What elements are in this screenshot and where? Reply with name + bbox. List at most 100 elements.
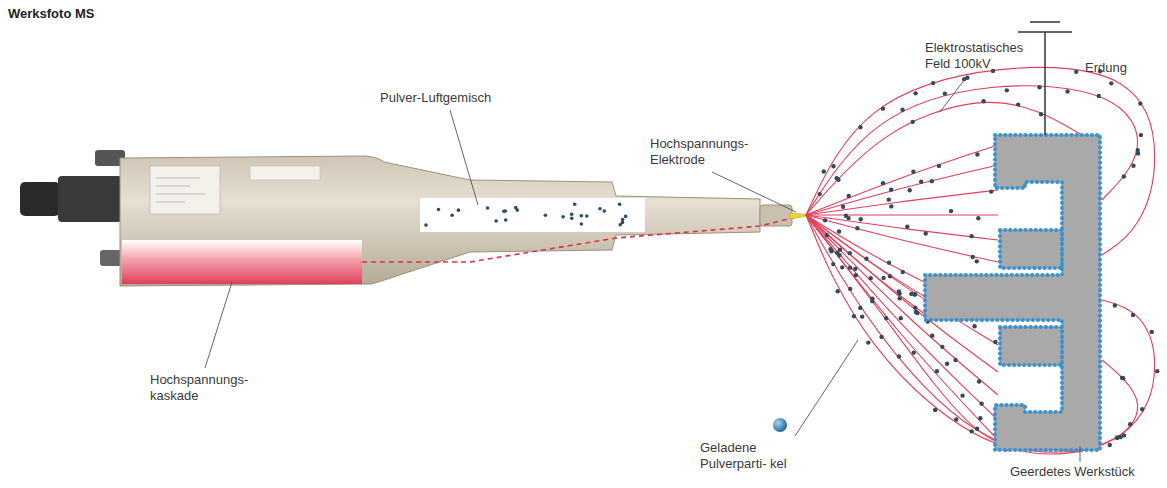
powder-particle — [978, 416, 982, 420]
powder-particle — [1097, 94, 1101, 98]
powder-particle — [1113, 303, 1117, 307]
field-line — [806, 215, 930, 285]
powder-particle — [981, 99, 985, 103]
workpiece — [925, 135, 1100, 450]
powder-particle — [1131, 164, 1135, 168]
powder-particle — [854, 273, 858, 277]
powder-particle — [1016, 102, 1020, 106]
powder-particle — [943, 91, 947, 95]
photo-credit: Werksfoto MS — [8, 6, 148, 22]
powder-particle — [913, 292, 917, 296]
part-label: Geerdetes Werkstück — [1010, 464, 1160, 480]
powder-particle — [1037, 85, 1041, 89]
powder-particle — [847, 194, 851, 198]
powder-particle — [975, 259, 979, 263]
field-line — [806, 215, 930, 318]
powder-particle — [884, 316, 888, 320]
powder-particle — [969, 429, 973, 433]
powder-particle — [949, 209, 953, 213]
powder-particle — [853, 267, 857, 271]
powder-particle — [1135, 148, 1139, 152]
powder-particle — [911, 350, 915, 354]
powder-particle — [1039, 112, 1043, 116]
powder-coating — [925, 135, 1100, 450]
powder-particle — [1109, 81, 1113, 85]
powder-particle — [848, 287, 852, 291]
field-line — [806, 215, 998, 440]
powder-particle — [1115, 435, 1119, 439]
powder-particle — [858, 306, 862, 310]
powder-particles — [424, 202, 627, 226]
field-lines — [806, 67, 1159, 454]
high-voltage-line — [362, 216, 800, 262]
powder-particle — [919, 180, 923, 184]
powder-particle — [831, 164, 835, 168]
powder-particle — [972, 324, 976, 328]
powder-particle — [914, 310, 918, 314]
powder-particle — [933, 408, 937, 412]
powder-particle — [911, 120, 915, 124]
powder-particle — [829, 249, 833, 253]
powder-particle — [977, 379, 981, 383]
powder-particle — [897, 289, 901, 293]
powder-particle — [888, 274, 892, 278]
powder-particle — [1138, 101, 1142, 105]
powder-particle — [1005, 88, 1009, 92]
powder-particle — [897, 296, 901, 300]
powder-particle — [860, 314, 864, 318]
powder-particle — [1074, 70, 1078, 74]
powder-particle — [971, 255, 975, 259]
powder-particle — [858, 125, 862, 129]
powder-particle — [930, 333, 934, 337]
type-plate-lines — [156, 178, 205, 202]
powder-particle — [835, 251, 839, 255]
leader-lines — [205, 79, 1080, 462]
sticker — [250, 166, 320, 180]
powder-particle — [913, 305, 917, 309]
field-line — [806, 190, 998, 215]
powder-particle — [823, 218, 827, 222]
field-line — [806, 215, 998, 262]
powder-particle — [975, 152, 979, 156]
powder-particle — [1122, 433, 1126, 437]
powder-particle — [931, 81, 935, 85]
powder-particle — [953, 358, 957, 362]
gun-body — [120, 156, 760, 286]
powder-particle — [911, 170, 915, 174]
powder-particle — [937, 164, 941, 168]
field-line — [806, 214, 998, 215]
powder-particle — [924, 231, 928, 235]
powder-particle — [908, 188, 912, 192]
powder-particle — [975, 427, 979, 431]
part-label: Pulver-Luftgemisch — [380, 90, 540, 106]
powder-particle — [913, 292, 917, 296]
powder-particle — [900, 108, 904, 112]
powder-particle — [905, 225, 909, 229]
part-label: Hochspannungs- kaskade — [150, 372, 262, 404]
powder-particle — [930, 179, 934, 183]
powder-particle — [935, 369, 939, 373]
powder-air-window — [420, 198, 645, 232]
powder-particle — [841, 204, 845, 208]
part-label: Elektrostatisches Feld 100kV — [925, 40, 1049, 72]
powder-particle — [866, 340, 870, 344]
powder-particle — [864, 257, 868, 261]
powder-particle — [1122, 174, 1126, 178]
powder-particle — [954, 417, 958, 421]
part-label: Hochspannungs- Elektrode — [650, 136, 762, 168]
field-line — [806, 67, 1155, 255]
powder-particle — [1128, 422, 1132, 426]
part-label: Geladene Pulverparti- kel — [700, 440, 800, 472]
powder-particle — [881, 276, 885, 280]
powder-particle — [887, 197, 891, 201]
powder-particle — [940, 345, 944, 349]
powder-particle — [889, 204, 893, 208]
powder-particle — [945, 362, 949, 366]
powder-particle — [899, 316, 903, 320]
powder-particle — [1140, 407, 1144, 411]
powder-particle — [848, 251, 852, 255]
type-plate — [150, 166, 220, 214]
powder-particle — [879, 335, 883, 339]
powder-particle — [836, 178, 840, 182]
powder-particle — [831, 262, 835, 266]
